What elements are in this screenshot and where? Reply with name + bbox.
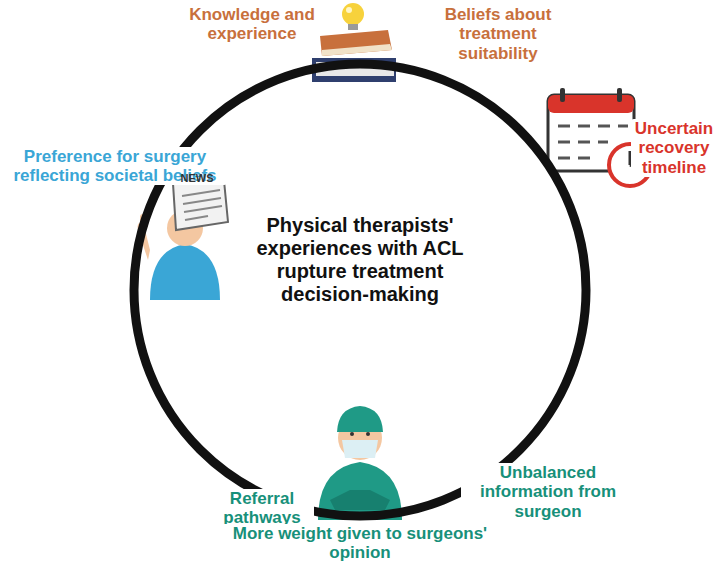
- newspaper-text: NEWS: [179, 172, 216, 184]
- theme-label: More weight given to surgeons' opinion: [218, 524, 502, 562]
- theme-label: Referral pathways: [210, 489, 314, 527]
- ring-node: Physical therapists' experiences with AC…: [128, 58, 592, 522]
- theme-label: Knowledge and experience: [184, 5, 320, 43]
- center-title: Physical therapists' experiences with AC…: [253, 214, 468, 306]
- theme-label: Uncertain recovery timeline: [631, 119, 717, 176]
- surgeon-icon: [318, 406, 402, 520]
- bulb-icon: [342, 3, 364, 30]
- theme-label: Unbalanced information from surgeon: [461, 463, 635, 520]
- books-icon: [312, 30, 396, 82]
- theme-label: Beliefs about treatment suitability: [421, 5, 575, 62]
